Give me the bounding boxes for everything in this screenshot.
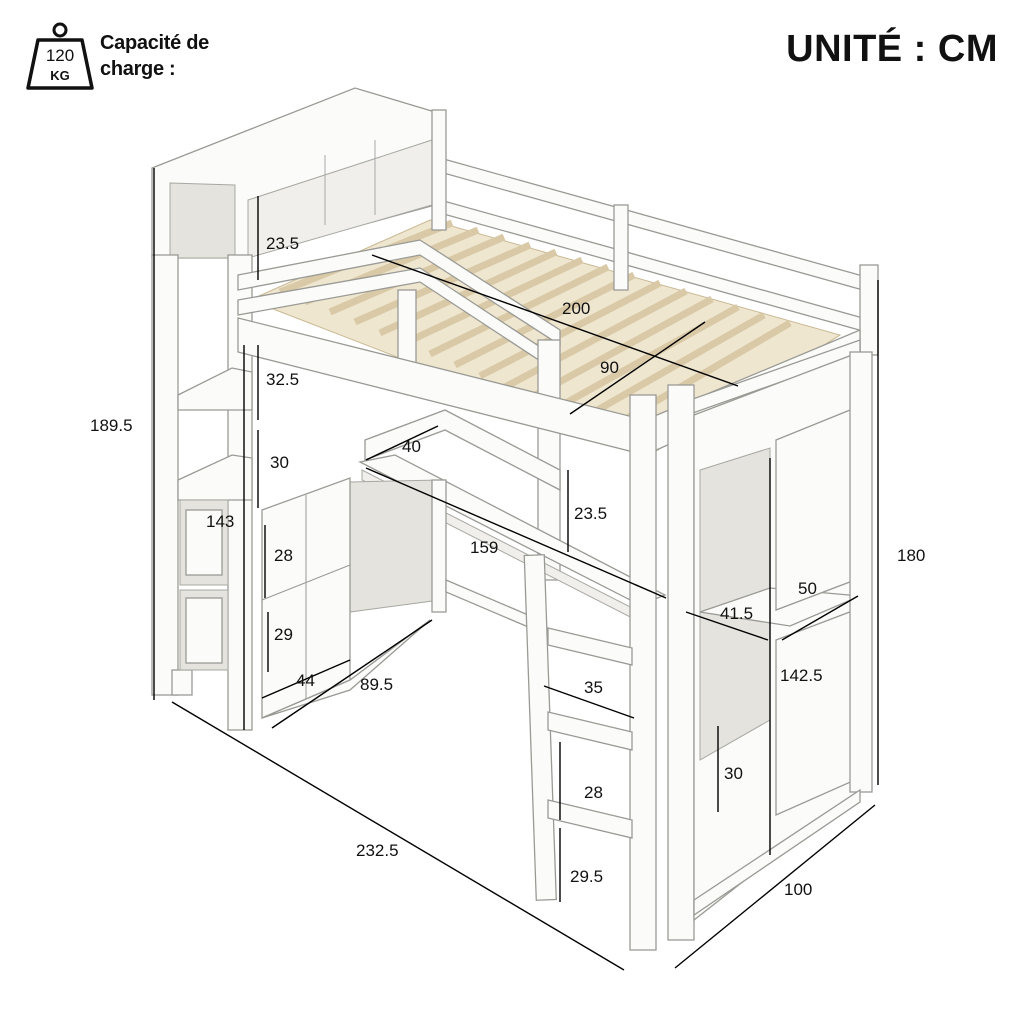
capacity-line-2: charge : — [100, 58, 176, 80]
total-length-label: 232.5 — [356, 841, 399, 860]
shelf-height-1-label: 32.5 — [266, 370, 299, 389]
cabinet-depth-label: 50 — [798, 579, 817, 598]
left-bookcase — [151, 87, 436, 731]
cabinet-height-label: 142.5 — [780, 666, 823, 685]
total-height-right-label: 180 — [897, 546, 925, 565]
unit-label: UNITÉ : CM — [786, 28, 998, 70]
bookcase-top-label: 23.5 — [266, 234, 299, 253]
weight-unit: KG — [50, 68, 70, 83]
bookcase-depth-label: 44 — [296, 671, 315, 690]
ladder — [523, 394, 657, 951]
desk-depth-label: 40 — [402, 437, 421, 456]
bed-length-label: 200 — [562, 299, 590, 318]
bookcase-width-label: 89.5 — [360, 675, 393, 694]
shelf-height-4-label: 29 — [274, 625, 293, 644]
total-height-left-label: 189.5 — [90, 416, 133, 435]
dimension-labels: 189.5 180 232.5 100 200 90 23.5 32.5 30 … — [90, 234, 925, 899]
capacity-line-1: Capacité de — [100, 32, 209, 54]
shelf-height-2-label: 30 — [270, 453, 289, 472]
ladder-width-label: 35 — [584, 678, 603, 697]
cabinet-width-label: 41.5 — [720, 604, 753, 623]
ladder-step-1-label: 28 — [584, 783, 603, 802]
desk — [261, 409, 667, 719]
desk-clearance-label: 23.5 — [574, 504, 607, 523]
bed-width-label: 90 — [600, 358, 619, 377]
desk-width-label: 159 — [470, 538, 498, 557]
desk-height-label: 143 — [206, 512, 234, 531]
dimension-lines — [153, 168, 879, 971]
right-cabinet — [667, 351, 873, 941]
ladder-step-2-label: 29.5 — [570, 867, 603, 886]
capacity-label: Capacité de charge : — [100, 30, 209, 82]
shelf-height-3-label: 28 — [274, 546, 293, 565]
total-depth-label: 100 — [784, 880, 812, 899]
weight-icon: 120 KG — [26, 22, 94, 90]
cabinet-shelf-label: 30 — [724, 764, 743, 783]
weight-value: 120 — [46, 46, 74, 65]
